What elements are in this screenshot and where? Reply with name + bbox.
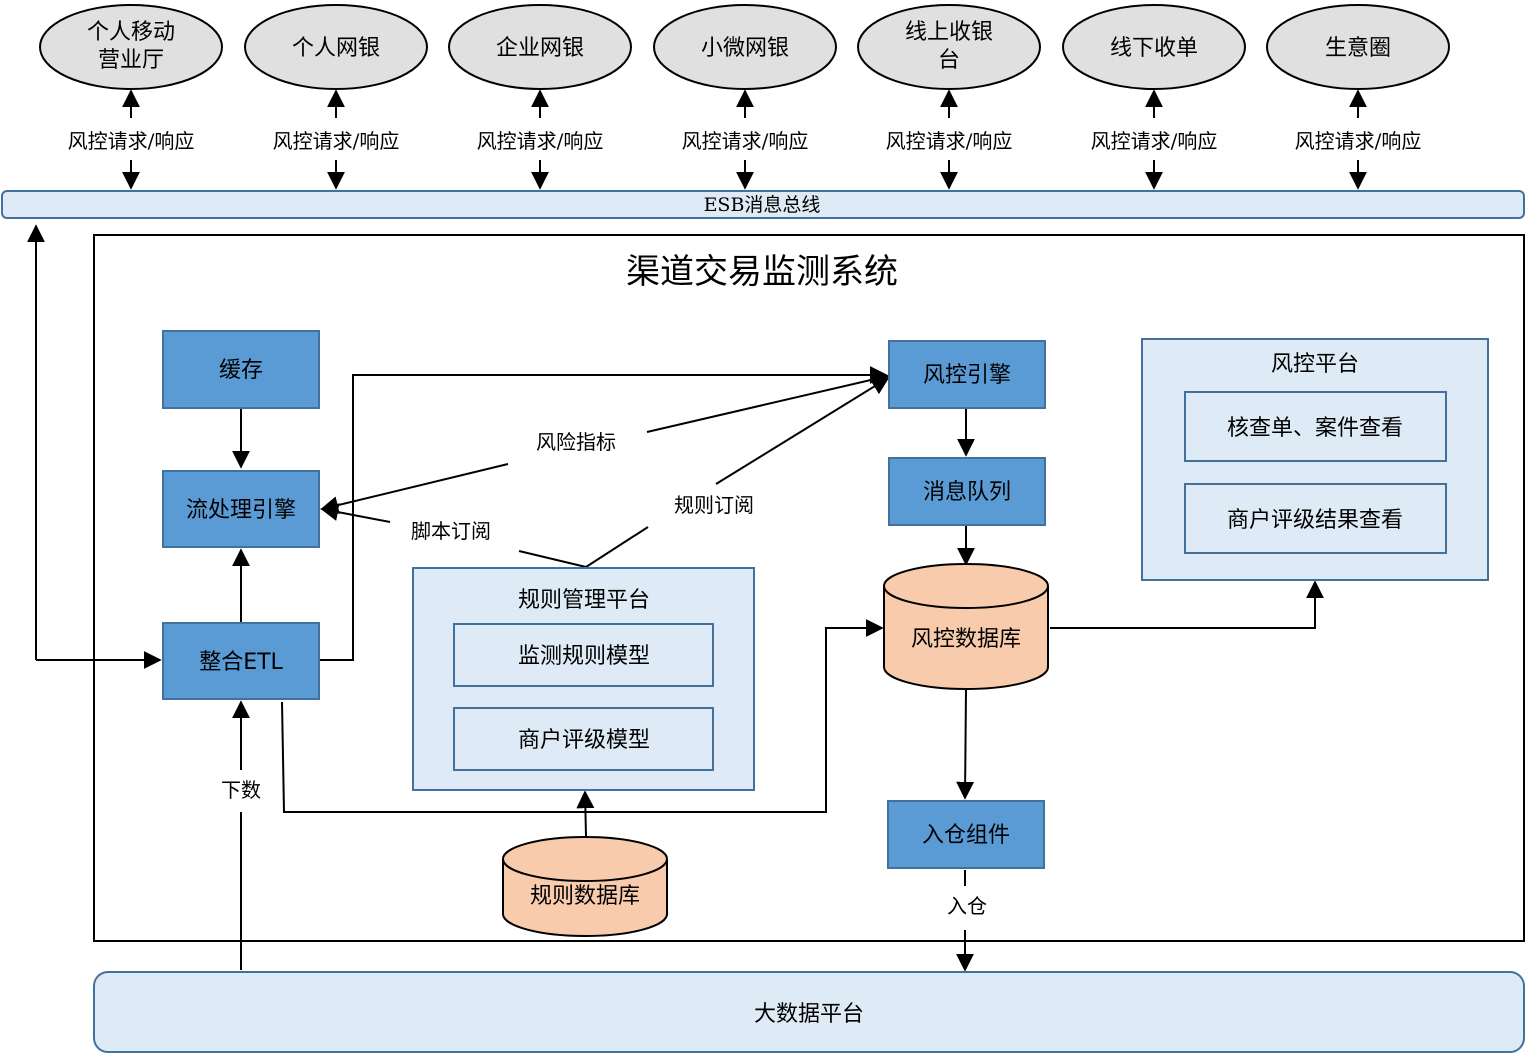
channel-label-line: 个人移动 (87, 20, 175, 45)
message-queue-box: 消息队列 (888, 457, 1046, 526)
risk-platform: 风控平台 核查单、案件查看 商户评级结果查看 (1141, 338, 1489, 581)
etl-to-risk-engine-arrow (320, 366, 888, 661)
stream-engine-box: 流处理引擎 (162, 470, 320, 548)
esb-bus: ESB消息总线 (1, 190, 1525, 219)
merchant-rating-model-label: 商户评级模型 (518, 728, 650, 753)
cache-box: 缓存 (162, 330, 320, 409)
risk-db-top (883, 563, 1049, 609)
merchant-rating-model-box (453, 707, 714, 771)
channel-label-line: 企业网银 (496, 36, 584, 61)
channel-label-line: 营业厅 (98, 48, 164, 73)
channel-ellipse (653, 4, 837, 90)
etl-box: 整合ETL (162, 622, 320, 700)
rule-db-top (502, 836, 668, 882)
channel-4: 小微网银 (653, 4, 837, 90)
monitoring-system: 渠道交易监测系统 (93, 234, 1525, 942)
esb-label: ESB消息总线 (704, 194, 821, 216)
etl-rect (162, 622, 320, 700)
big-data-bar (93, 971, 1525, 1053)
request-response-label: 风控请求/响应 (682, 129, 809, 153)
merchant-rating-result-label: 商户评级结果查看 (1227, 508, 1403, 533)
channel-1: 个人移动 营业厅 (39, 4, 223, 90)
request-response-label: 风控请求/响应 (477, 129, 604, 153)
channel-2: 个人网银 (244, 4, 428, 90)
rule-subscribe-label: 规则订阅 (674, 493, 754, 517)
warehouse-in-label: 入仓 (947, 894, 987, 918)
channel-label-line: 小微网银 (701, 36, 789, 61)
cache-label: 缓存 (219, 358, 263, 383)
risk-engine-box: 风控引擎 (888, 340, 1046, 409)
big-data-platform: 大数据平台 (93, 971, 1525, 1053)
script-subscribe-label: 脚本订阅 (411, 519, 491, 543)
edge-labels: 风险指标 规则订阅 脚本订阅 下数 入仓 (221, 430, 987, 918)
channel-connector-labels: 风控请求/响应 风控请求/响应 风控请求/响应 风控请求/响应 风控请求/响应 … (68, 129, 1422, 153)
channel-ellipse (39, 4, 223, 90)
risk-platform-title: 风控平台 (1271, 352, 1359, 377)
big-data-label: 大数据平台 (754, 1002, 864, 1027)
channel-label-line: 线下收单 (1110, 36, 1198, 61)
risk-db-to-warehouse-arrow (956, 689, 975, 800)
channel-ellipse (1062, 4, 1246, 90)
risk-engine-rect (888, 340, 1046, 409)
script-subscribe-line (518, 550, 587, 568)
request-response-label: 风控请求/响应 (1091, 129, 1218, 153)
stream-engine-label: 流处理引擎 (186, 498, 296, 523)
warehouse-component-label: 入仓组件 (922, 823, 1010, 848)
rule-platform-title: 规则管理平台 (518, 588, 650, 613)
risk-database: 风控数据库 (883, 563, 1049, 690)
esb-bar (1, 190, 1525, 219)
risk-indicator-line (646, 375, 889, 433)
system-title: 渠道交易监测系统 (626, 252, 898, 292)
risk-db-body (883, 586, 1049, 690)
channel-3: 企业网银 (448, 4, 632, 90)
rule-subscribe-arrow (715, 377, 890, 485)
risk-db-label: 风控数据库 (911, 627, 1021, 652)
request-response-label: 风控请求/响应 (68, 129, 195, 153)
rule-db-label: 规则数据库 (530, 884, 640, 909)
rule-model-box (453, 623, 714, 687)
rule-model-label: 监测规则模型 (518, 644, 650, 669)
connectors (27, 224, 1324, 972)
etl-label: 整合ETL (199, 650, 283, 675)
channel-label-line: 生意圈 (1325, 36, 1391, 61)
channel-5: 线上收银 台 (857, 4, 1041, 90)
case-review-label: 核查单、案件查看 (1227, 416, 1403, 441)
channel-ellipse (244, 4, 428, 90)
channel-label-line: 线上收银 (905, 20, 993, 45)
risk-indicator-label: 风险指标 (536, 430, 616, 454)
channel-7: 生意圈 (1266, 4, 1450, 90)
download-label: 下数 (221, 778, 261, 802)
channel-ellipse (1266, 4, 1450, 90)
message-queue-label: 消息队列 (923, 480, 1011, 505)
etl-to-risk-db-arrow (281, 619, 884, 813)
rule-subscribe-line (585, 526, 649, 568)
message-queue-rect (888, 457, 1046, 526)
request-response-label: 风控请求/响应 (1295, 129, 1422, 153)
rule-database: 规则数据库 (502, 836, 668, 937)
merchant-rating-result-box (1184, 483, 1447, 554)
script-subscribe-arrow (320, 503, 391, 523)
channel-connectors (122, 89, 1367, 190)
channel-ellipse (448, 4, 632, 90)
channel-label-line: 个人网银 (292, 36, 380, 61)
warehouse-component-box: 入仓组件 (887, 800, 1045, 869)
channel-ellipse (857, 4, 1041, 90)
channel-6: 线下收单 (1062, 4, 1246, 90)
request-response-label: 风控请求/响应 (886, 129, 1013, 153)
case-review-box (1184, 391, 1447, 462)
risk-db-to-platform-arrow (1050, 580, 1324, 629)
risk-indicator-arrow (320, 463, 509, 514)
request-response-label: 风控请求/响应 (273, 129, 400, 153)
rule-platform: 规则管理平台 监测规则模型 商户评级模型 (412, 567, 755, 791)
rule-db-to-platform-arrow (576, 790, 595, 837)
channel-label-line: 台 (938, 48, 960, 73)
cache-rect (162, 330, 320, 409)
risk-engine-label: 风控引擎 (923, 363, 1011, 388)
system-frame (93, 234, 1525, 942)
warehouse-component-rect (887, 800, 1045, 869)
stream-engine-rect (162, 470, 320, 548)
